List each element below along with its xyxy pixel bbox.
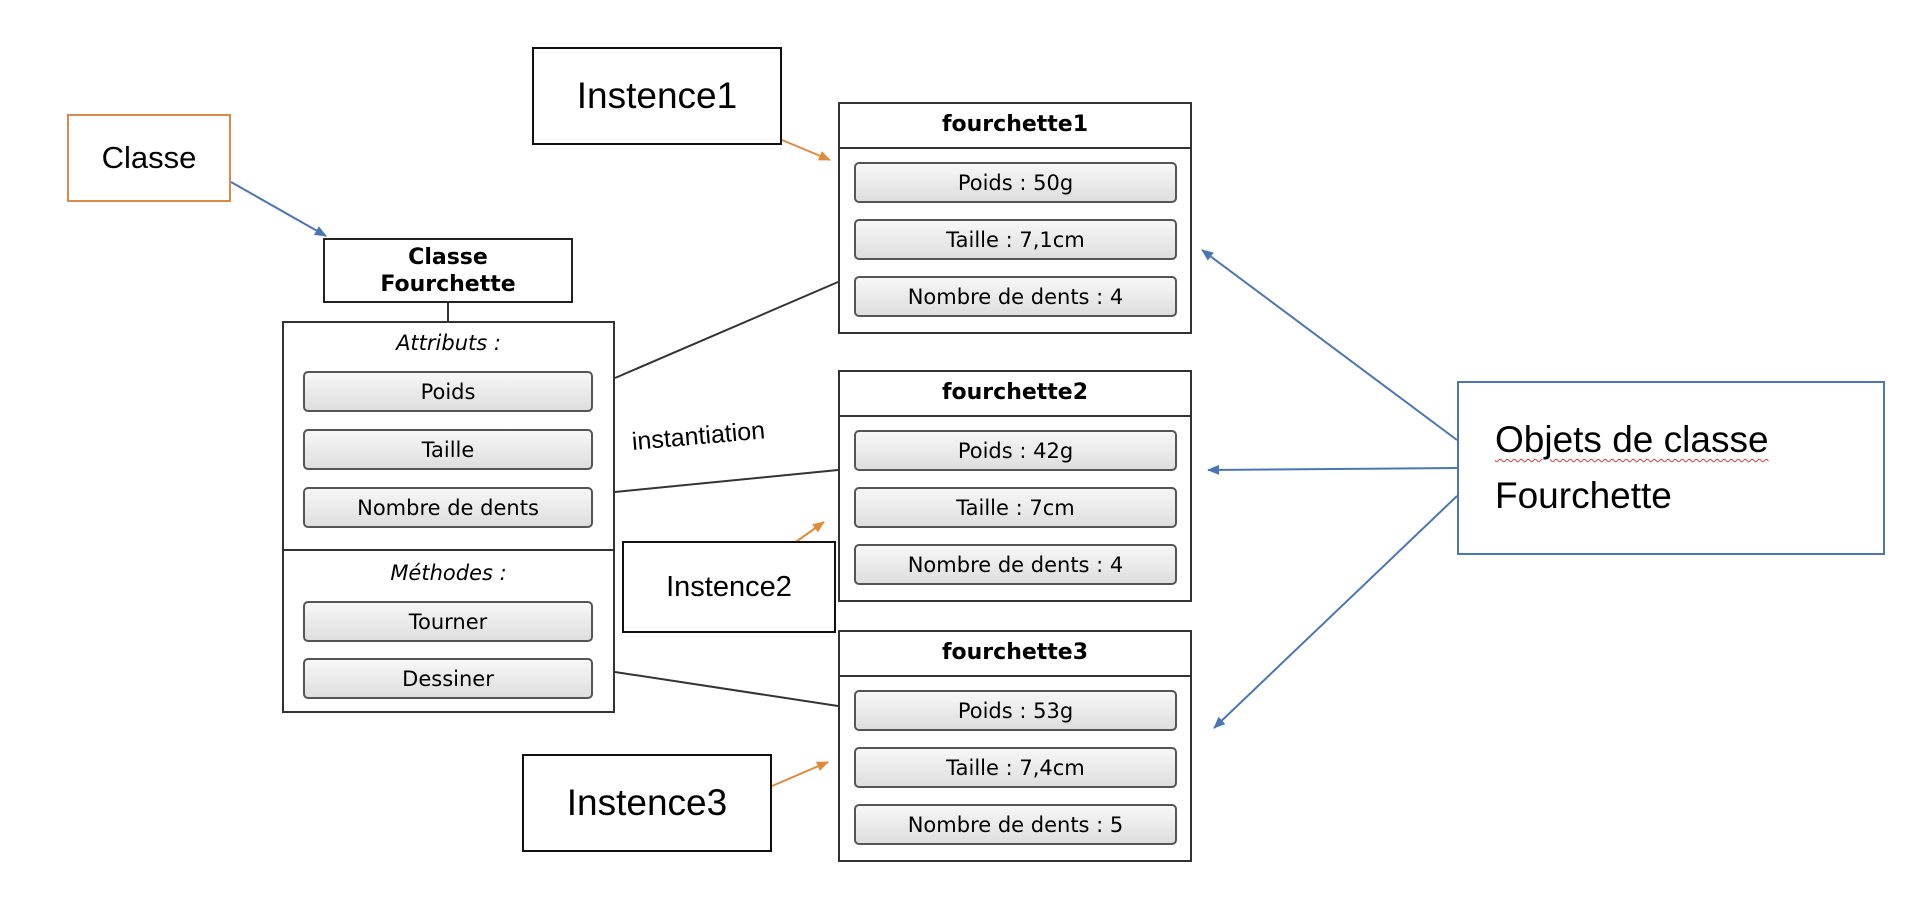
classe-arrow <box>230 181 327 237</box>
object-field: Taille : 7,1cm <box>854 219 1177 260</box>
classe-callout-label: Classe <box>101 140 197 175</box>
object-fourchette2: fourchette2 Poids : 42g Taille : 7cm Nom… <box>838 370 1192 602</box>
object-field: Poids : 50g <box>854 162 1177 203</box>
objets-callout-line2: Fourchette <box>1495 475 1672 516</box>
object-title: fourchette3 <box>840 632 1190 677</box>
object-field: Taille : 7,4cm <box>854 747 1177 788</box>
method-tourner: Tourner <box>303 601 593 642</box>
object-title: fourchette2 <box>840 372 1190 417</box>
classe-callout: Classe <box>67 114 231 202</box>
object-field: Poids : 42g <box>854 430 1177 471</box>
objets-arrow-2 <box>1207 464 1458 475</box>
instance3-callout: Instence3 <box>522 754 772 852</box>
attributes-label: Attributs : <box>396 331 501 355</box>
object-fourchette3: fourchette3 Poids : 53g Taille : 7,4cm N… <box>838 630 1192 862</box>
class-title-line1: Classe <box>408 244 488 270</box>
object-field: Nombre de dents : 4 <box>854 544 1177 585</box>
instantiation-line-3 <box>614 671 839 707</box>
instance2-callout: Instence2 <box>622 541 836 633</box>
method-dessiner: Dessiner <box>303 658 593 699</box>
instance1-callout-label: Instence1 <box>576 75 738 116</box>
object-field: Nombre de dents : 5 <box>854 804 1177 845</box>
attribute-nombre-de-dents: Nombre de dents <box>303 487 593 528</box>
objets-arrow-1 <box>1201 249 1458 441</box>
object-title: fourchette1 <box>840 104 1190 149</box>
attribute-taille: Taille <box>303 429 593 470</box>
object-field: Taille : 7cm <box>854 487 1177 528</box>
object-fourchette1: fourchette1 Poids : 50g Taille : 7,1cm N… <box>838 102 1192 334</box>
object-field: Poids : 53g <box>854 690 1177 731</box>
methods-label: Méthodes : <box>390 561 507 585</box>
class-title-box: Classe Fourchette <box>323 238 573 303</box>
class-title-line2: Fourchette <box>380 271 516 297</box>
instance3-callout-label: Instence3 <box>566 782 728 823</box>
objets-arrow-3 <box>1213 495 1458 729</box>
objets-callout: Objets de classe Fourchette <box>1457 381 1885 555</box>
instance1-callout: Instence1 <box>532 47 782 145</box>
objets-callout-line1: Objets de classe <box>1495 419 1769 460</box>
attribute-poids: Poids <box>303 371 593 412</box>
instantiation-line-1 <box>614 281 839 379</box>
instance2-callout-label: Instence2 <box>666 570 792 603</box>
class-divider <box>284 549 613 551</box>
object-field: Nombre de dents : 4 <box>854 276 1177 317</box>
class-box: Attributs : Poids Taille Nombre de dents… <box>282 321 615 713</box>
instance3-arrow <box>771 761 829 787</box>
instantiation-line-2 <box>614 469 839 493</box>
instance1-arrow <box>781 139 831 161</box>
